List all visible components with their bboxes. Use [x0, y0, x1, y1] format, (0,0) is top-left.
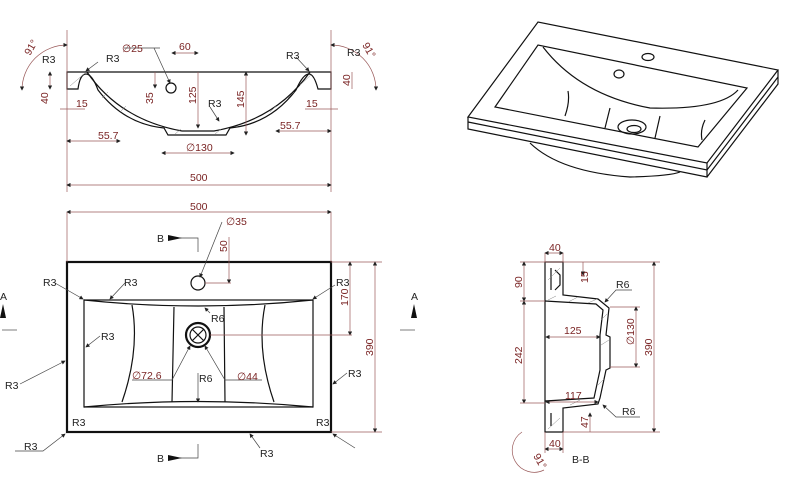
dia-130-label: ∅130 — [625, 318, 637, 345]
dim-242-label: 242 — [513, 346, 525, 364]
radius-label: R6 — [211, 313, 225, 325]
dim-40-label: 40 — [341, 74, 353, 86]
radius-label: R3 — [208, 98, 222, 110]
front-view: 91° 91° R3 R3 R3 R3 R3 ∅25 60 40 40 35 1… — [19, 30, 379, 192]
section-title: B-B — [572, 454, 590, 466]
section-a-marker: A — [0, 291, 7, 303]
dim-390-label: 390 — [364, 338, 376, 356]
basin-profile — [66, 71, 332, 136]
angle-label: 91° — [22, 38, 40, 58]
drain-diameter-label: ∅130 — [186, 142, 213, 154]
dim-90-label: 90 — [513, 276, 525, 288]
radius-label: R3 — [24, 441, 38, 453]
dim-145-label: 145 — [235, 90, 247, 108]
dim-390-label: 390 — [643, 338, 655, 356]
iso-tap-hole — [641, 52, 655, 62]
radius-label: R3 — [5, 380, 19, 392]
radius-label: R3 — [124, 277, 138, 289]
radius-label: R3 — [316, 417, 330, 429]
iso-top-surface — [466, 21, 780, 164]
top-view: 500 ∅35 50 B B A A 170 390 ∅72.6 ∅44 R6 … — [0, 201, 418, 465]
angle-label: 91° — [530, 452, 548, 472]
basin-bowl — [83, 299, 314, 408]
radius-label: R3 — [260, 448, 274, 460]
dia-44-label: ∅44 — [237, 371, 258, 383]
iso-bowl-underside — [529, 142, 681, 178]
overflow-hole — [165, 82, 177, 94]
radius-label: R3 — [336, 277, 350, 289]
section-hatching — [69, 73, 313, 135]
dim-117-label: 117 — [565, 390, 582, 402]
tap-hole — [190, 275, 206, 291]
dia-72-6-label: ∅72.6 — [132, 370, 162, 382]
dim-125-label: 125 — [564, 325, 582, 337]
width-label: 500 — [190, 172, 208, 184]
dim-15-label: 15 — [306, 98, 318, 110]
basin-outline — [65, 260, 333, 434]
radius-label: R3 — [72, 417, 86, 429]
radius-label: R3 — [43, 277, 57, 289]
basin-inner-curve — [86, 71, 311, 132]
dim-15-label: 15 — [579, 271, 591, 283]
dim-55-7-label: 55.7 — [280, 120, 301, 132]
section-a-marker: A — [411, 291, 418, 303]
radius-label: R6 — [622, 406, 636, 418]
tap-diameter-label: ∅35 — [226, 216, 247, 228]
section-b-marker: B — [157, 453, 164, 465]
radius-label: R6 — [199, 373, 213, 385]
dim-125-label: 125 — [187, 86, 199, 104]
radius-label: R3 — [347, 47, 361, 59]
dim-40-label: 40 — [549, 242, 561, 254]
dim-35-label: 35 — [144, 92, 156, 104]
dim-40-label: 40 — [549, 438, 561, 450]
dim-15-label: 15 — [76, 98, 88, 110]
radius-label: R6 — [616, 279, 630, 291]
iso-drain — [617, 119, 647, 135]
radius-label: R3 — [42, 54, 56, 66]
section-profile — [544, 261, 611, 433]
radius-label: R3 — [348, 368, 362, 380]
section-b-b: 40 90 15 R6 125 ∅130 390 242 117 R6 47 4… — [511, 242, 660, 473]
isometric-view — [466, 21, 780, 178]
dim-170-label: 170 — [339, 288, 351, 306]
radius-label: R3 — [286, 50, 300, 62]
iso-overflow-hole — [613, 69, 625, 79]
radius-label: R3 — [106, 53, 120, 65]
dim-55-7-label: 55.7 — [98, 130, 119, 142]
width-label: 500 — [190, 201, 208, 213]
dim-60-label: 60 — [179, 41, 191, 53]
section-b-marker: B — [157, 233, 164, 245]
iso-edges — [467, 70, 779, 178]
drain-inner — [189, 326, 207, 344]
radius-label: R3 — [101, 331, 115, 343]
overflow-diameter-label: ∅25 — [122, 43, 143, 55]
dim-47-label: 47 — [579, 416, 591, 428]
dim-40-label: 40 — [39, 92, 51, 104]
dim-50-label: 50 — [218, 240, 230, 252]
